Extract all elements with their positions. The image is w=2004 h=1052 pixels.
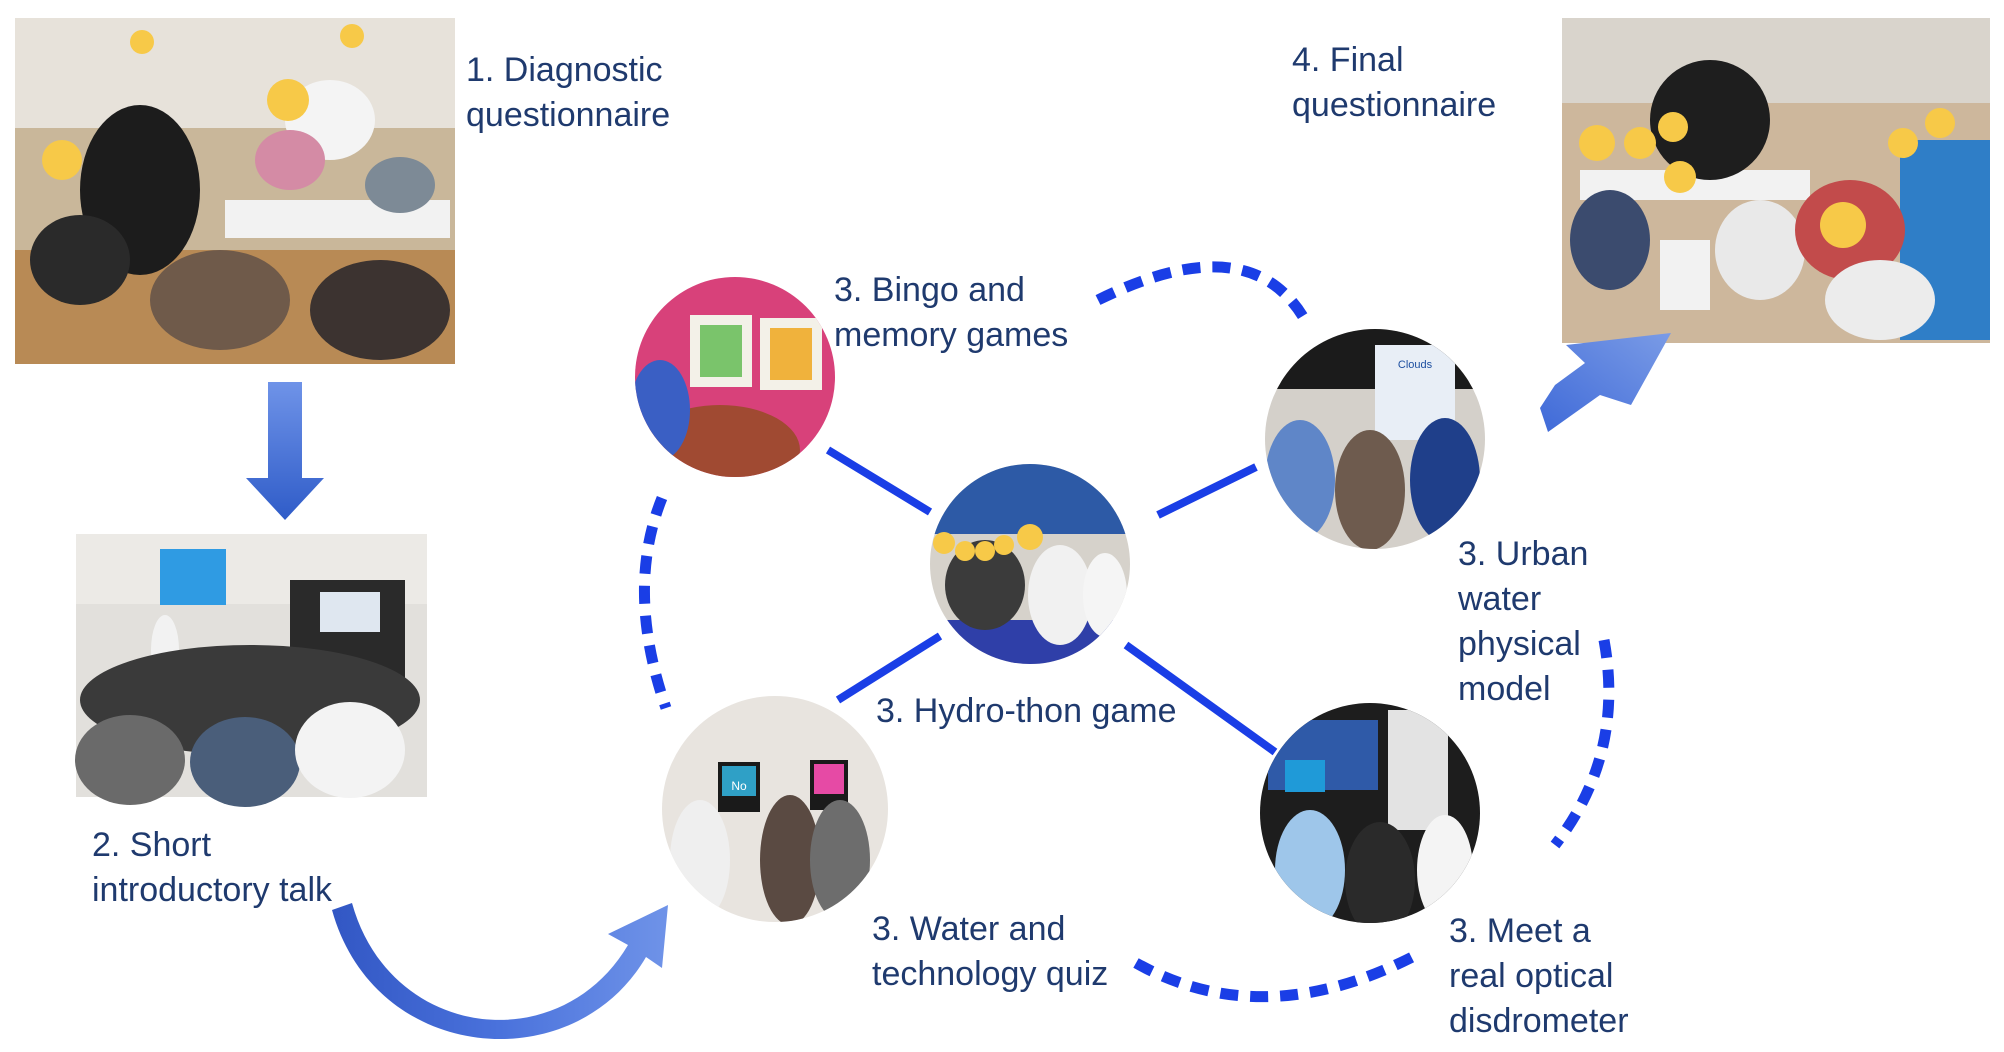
face-emoji-icon (130, 30, 154, 54)
face-emoji-icon (1820, 202, 1866, 248)
face-emoji-icon (1579, 125, 1615, 161)
label-diagnostic-questionnaire: 1. Diagnostic questionnaire (466, 51, 671, 134)
curved-arrow-icon (332, 903, 668, 1040)
label-introductory-talk: 2. Short introductory talk (92, 826, 332, 909)
photo-optical-disdrometer (1260, 703, 1480, 923)
photo-urban-water-model: Clouds (1265, 329, 1485, 549)
face-emoji-icon (1925, 108, 1955, 138)
label-bingo-memory-games: 3. Bingo and memory games (834, 271, 1069, 354)
quiz-screen-text: No (731, 779, 747, 793)
hub-connections (825, 446, 1278, 756)
face-emoji-icon (42, 140, 82, 180)
label-optical-disdrometer: 3. Meet a real optical disdrometer (1449, 912, 1629, 1040)
face-emoji-icon (994, 535, 1014, 555)
face-emoji-icon (1664, 161, 1696, 193)
photo-hydrothon-game (930, 464, 1130, 664)
face-emoji-icon (1624, 127, 1656, 159)
face-emoji-icon (340, 24, 364, 48)
photo-final-questionnaire (1562, 18, 1990, 343)
label-urban-water-model: 3. Urban water physical model (1458, 535, 1589, 708)
label-water-technology-quiz: 3. Water and technology quiz (872, 910, 1109, 993)
arrow-up-right-icon (1540, 333, 1671, 432)
face-emoji-icon (1017, 524, 1043, 550)
face-emoji-icon (1658, 112, 1688, 142)
photo-introductory-talk (75, 534, 427, 807)
label-hydrothon-game: 3. Hydro-thon game (876, 692, 1177, 730)
label-final-questionnaire: 4. Final questionnaire (1292, 41, 1497, 124)
photo-diagnostic-questionnaire (15, 18, 455, 364)
urban-sign-text: Clouds (1398, 359, 1433, 371)
face-emoji-icon (933, 532, 955, 554)
photo-bingo-memory-games (635, 277, 835, 477)
activity-cycle-dashes (638, 261, 1615, 1003)
photo-water-technology-quiz: No (662, 696, 888, 922)
face-emoji-icon (1888, 128, 1918, 158)
arrow-down-icon (246, 382, 324, 520)
face-emoji-icon (955, 541, 975, 561)
face-emoji-icon (267, 79, 309, 121)
face-emoji-icon (975, 541, 995, 561)
